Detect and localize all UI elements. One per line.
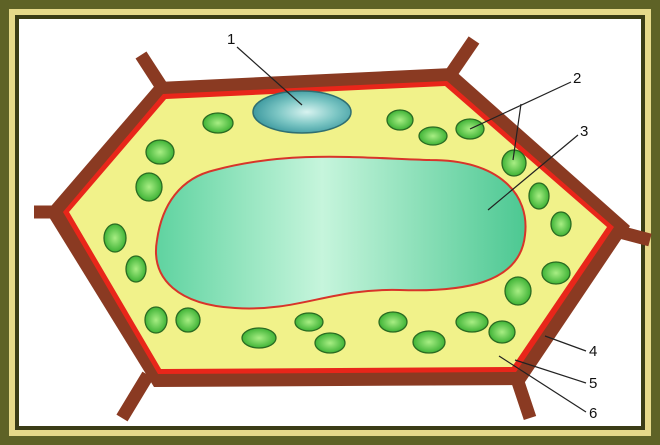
chloroplast [176, 308, 200, 332]
label-3: 3 [580, 123, 588, 140]
chloroplast [505, 277, 531, 305]
label-4: 4 [589, 343, 597, 360]
vacuole [156, 157, 526, 309]
chloroplast [104, 224, 126, 252]
label-6: 6 [589, 405, 597, 422]
chloroplast [529, 183, 549, 209]
chloroplast [456, 312, 488, 332]
chloroplast [387, 110, 413, 130]
chloroplast [145, 307, 167, 333]
chloroplast [203, 113, 233, 133]
chloroplast [126, 256, 146, 282]
nucleus [253, 91, 351, 133]
chloroplast [242, 328, 276, 348]
chloroplast [489, 321, 515, 343]
chloroplast [136, 173, 162, 201]
label-2: 2 [573, 70, 581, 87]
chloroplast [146, 140, 174, 164]
chloroplast [551, 212, 571, 236]
label-5: 5 [589, 375, 597, 392]
chloroplast [419, 127, 447, 145]
chloroplast [295, 313, 323, 331]
chloroplast [379, 312, 407, 332]
label-1: 1 [227, 31, 235, 48]
chloroplast [542, 262, 570, 284]
chloroplast [413, 331, 445, 353]
chloroplast [315, 333, 345, 353]
